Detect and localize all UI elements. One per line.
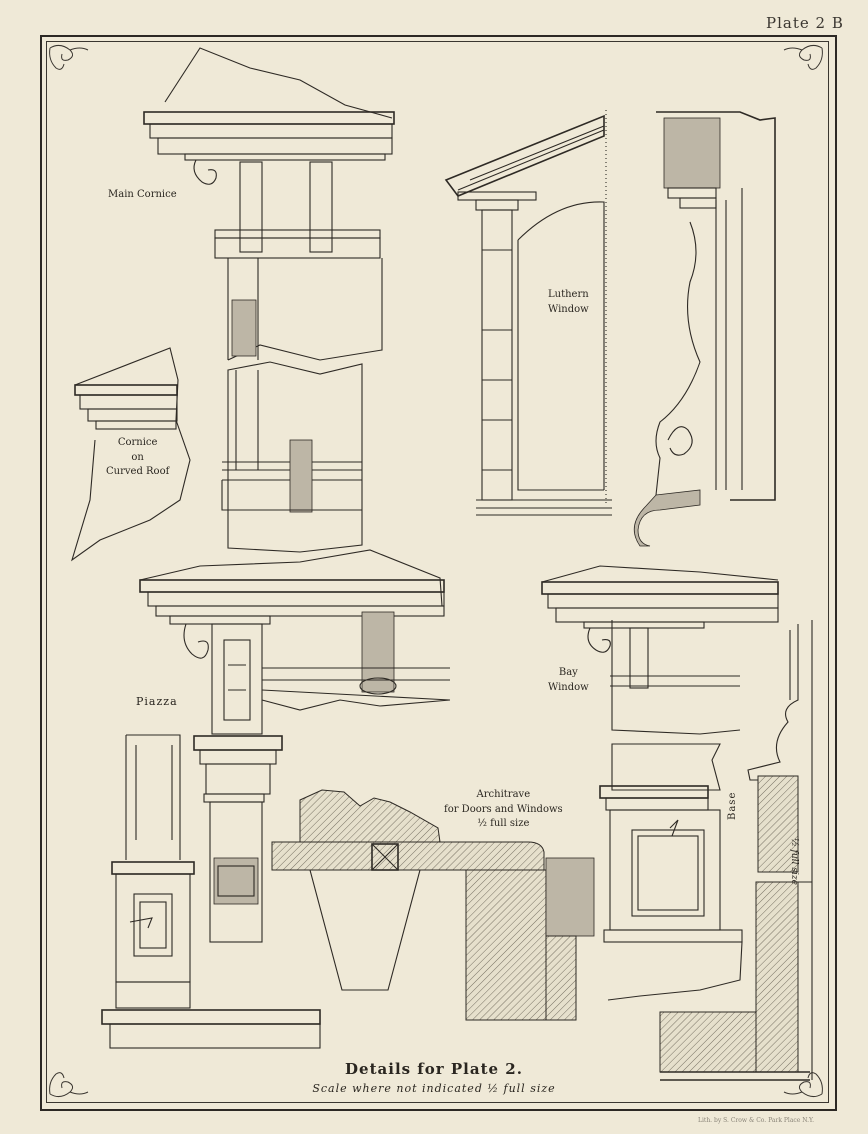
cornice-curved-roof-drawing <box>71 347 191 562</box>
plate-caption-scale-note: Scale where not indicated ½ full size <box>312 1082 556 1095</box>
architrave-drawing <box>271 789 595 1021</box>
label-cornice: Cornice <box>117 437 158 448</box>
bay-window-drawing <box>541 565 779 1001</box>
label-piazza: Piazza <box>136 695 178 708</box>
main-cornice-drawing <box>143 47 395 553</box>
label-luthern: Luthern <box>548 289 589 300</box>
label-bay: Bay <box>558 667 578 678</box>
label-architrave-scale: ½ full size <box>477 818 530 829</box>
luthern-window-drawing <box>444 110 776 547</box>
label-architrave-subtitle: for Doors and Windows <box>444 803 563 815</box>
corner-ornament-bottom-left <box>49 1072 89 1098</box>
piazza-drawing <box>101 549 451 1049</box>
label-on: on <box>131 451 144 463</box>
plate-border-outer <box>40 35 837 1111</box>
label-main-cornice: Main Cornice <box>108 189 177 200</box>
corner-ornament-bottom-right <box>783 1072 823 1098</box>
label-architrave: Architrave for Doors and Windows ½ full … <box>444 788 563 832</box>
label-bay-window-line2: Window <box>548 681 589 693</box>
label-architrave-title: Architrave <box>476 789 531 800</box>
label-base: Base <box>727 791 738 820</box>
base-drawing <box>659 620 813 1081</box>
label-cornice-curved-roof: Cornice on Curved Roof <box>106 436 169 480</box>
plate-number: Plate 2 B <box>766 14 844 32</box>
corner-ornament-top-right <box>783 44 823 70</box>
plate-border-inner <box>46 41 829 1103</box>
plate-caption-title: Details for Plate 2. <box>345 1060 523 1078</box>
printer-imprint: Lith. by S. Crow & Co. Park Place N.Y. <box>698 1117 815 1124</box>
label-window: Window <box>548 303 589 315</box>
corner-ornament-top-left <box>49 44 89 70</box>
label-bay-window: Bay Window <box>548 666 589 695</box>
label-base-scale: ½ full size <box>789 838 799 885</box>
label-curved-roof: Curved Roof <box>106 466 170 477</box>
label-luthern-window: Luthern Window <box>548 288 589 317</box>
